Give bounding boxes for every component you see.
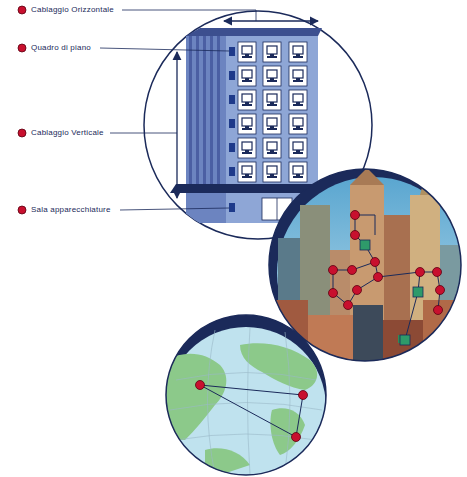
city-circle-part bbox=[333, 215, 440, 340]
building-part bbox=[289, 66, 307, 86]
leader-lines-part bbox=[100, 48, 229, 51]
building-part bbox=[263, 42, 281, 62]
globe-circle-part bbox=[160, 310, 335, 477]
city-circle-part-part bbox=[434, 306, 443, 315]
building-part bbox=[263, 114, 281, 134]
building-part-part bbox=[229, 203, 235, 212]
building-part bbox=[210, 36, 213, 186]
cabling-arrows-part bbox=[224, 20, 318, 21]
building-part bbox=[263, 90, 281, 110]
building-part bbox=[229, 143, 235, 152]
leader-lines-part bbox=[110, 133, 177, 134]
globe-circle-part-part bbox=[299, 391, 308, 400]
globe-circle-part bbox=[200, 385, 303, 437]
city-circle-part-part bbox=[405, 292, 418, 340]
globe-circle-part-part-part bbox=[176, 373, 316, 381]
city-circle-part bbox=[269, 169, 461, 361]
city-circle-part-part bbox=[329, 289, 338, 298]
city-circle-part-part bbox=[360, 240, 370, 250]
globe-circle-part-part-part bbox=[208, 330, 216, 475]
globe-circle-part bbox=[196, 381, 308, 442]
building-part bbox=[289, 162, 307, 182]
city-circle-part-part bbox=[348, 266, 357, 275]
leader-lines-part bbox=[120, 208, 229, 210]
city-circle-part-part bbox=[378, 272, 420, 277]
building-part bbox=[229, 95, 235, 104]
callout-label: Cablaggio Orizzontale bbox=[31, 5, 117, 15]
building-part bbox=[186, 28, 322, 36]
building-part bbox=[238, 138, 256, 158]
callout-dots bbox=[18, 6, 26, 214]
callout-label: Quadro di piano bbox=[31, 43, 94, 53]
building-part bbox=[238, 90, 256, 110]
globe-circle-part-part bbox=[166, 327, 326, 477]
building-part bbox=[229, 167, 235, 176]
city-circle-part-part bbox=[433, 268, 442, 277]
building-part bbox=[229, 47, 235, 56]
building-part bbox=[289, 90, 307, 110]
city-circle-part-part bbox=[371, 258, 380, 267]
city-circle-part bbox=[360, 240, 423, 345]
building-part bbox=[238, 42, 256, 62]
city-circle-part-part bbox=[353, 305, 383, 375]
building-part bbox=[263, 162, 281, 182]
callout-dots-part bbox=[18, 6, 26, 14]
building-part bbox=[238, 114, 256, 134]
globe-circle-part-part bbox=[240, 343, 317, 390]
city-circle-part-part bbox=[344, 301, 353, 310]
callout-label: Cablaggio Verticale bbox=[31, 128, 107, 138]
cabling-arrows bbox=[177, 21, 318, 198]
building-part bbox=[289, 42, 307, 62]
building-part bbox=[229, 119, 235, 128]
city-circle-part-part bbox=[413, 287, 423, 297]
building-part bbox=[263, 138, 281, 158]
city-circle-part-part bbox=[436, 286, 445, 295]
globe-circle-part-part bbox=[296, 395, 303, 437]
leader-lines-part bbox=[122, 10, 256, 21]
building-part bbox=[186, 36, 226, 186]
building-part bbox=[226, 36, 318, 186]
city-circle-part-part bbox=[374, 273, 383, 282]
leader-lines bbox=[100, 10, 256, 210]
cabling-arrows-part bbox=[176, 52, 177, 198]
building-part-part bbox=[277, 198, 278, 220]
callout-dots-part bbox=[18, 206, 26, 214]
building-part bbox=[196, 36, 199, 186]
building-part bbox=[217, 36, 220, 186]
callout-dots-part bbox=[18, 44, 26, 52]
globe-circle-part-part bbox=[200, 385, 296, 437]
city-circle-part-part bbox=[400, 335, 410, 345]
building-part bbox=[289, 138, 307, 158]
globe-circle-part bbox=[166, 315, 326, 475]
globe-circle-part-part bbox=[166, 354, 226, 440]
globe-circle-part-part bbox=[196, 381, 205, 390]
city-circle-part-part bbox=[353, 286, 362, 295]
callout-dots-part bbox=[18, 129, 26, 137]
globe-circle-part-part bbox=[170, 328, 322, 475]
city-circle-part-part bbox=[351, 231, 360, 240]
city-circle-part bbox=[329, 211, 445, 315]
building-part bbox=[189, 36, 192, 186]
building-part bbox=[229, 71, 235, 80]
city-circle-part-part bbox=[351, 211, 360, 220]
city-circle-part-part bbox=[383, 320, 423, 375]
callout-label: Sala apparecchiature bbox=[31, 205, 114, 215]
globe-circle-part-part-part bbox=[248, 328, 251, 475]
building-part bbox=[289, 114, 307, 134]
building-part bbox=[238, 162, 256, 182]
city-circle-part-part bbox=[416, 268, 425, 277]
building-part bbox=[203, 36, 206, 186]
city-circle-part-part bbox=[329, 266, 338, 275]
globe-circle bbox=[160, 310, 335, 477]
building-part bbox=[263, 66, 281, 86]
building-part bbox=[238, 66, 256, 86]
globe-circle-part-part-part bbox=[170, 403, 322, 411]
globe-circle-part-part bbox=[292, 433, 301, 442]
globe-circle-part-part-part bbox=[285, 332, 290, 472]
